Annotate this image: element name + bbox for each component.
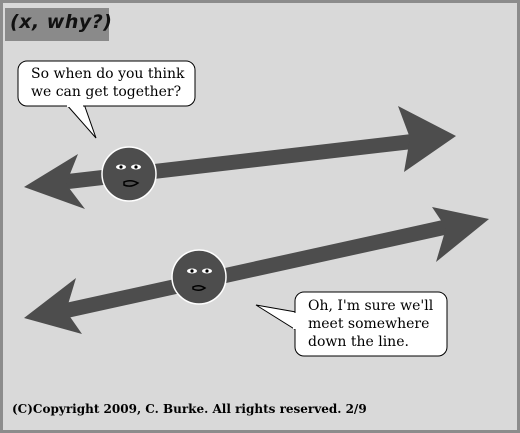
comic-title: (x, why?)	[10, 11, 113, 33]
bottom-bubble-text: Oh, I'm sure we'll meet somewhere down t…	[308, 298, 434, 350]
bottom-face	[171, 249, 227, 305]
bottom-line-right-arrowhead	[432, 207, 489, 262]
bottom-line	[24, 207, 489, 334]
top-line-right-arrowhead	[398, 106, 456, 172]
top-bubble-tail-join	[67, 103, 83, 107]
bottom-line-shaft	[53, 217, 457, 321]
bottom-face-left-pupil	[190, 269, 194, 273]
bottom-bubble-tail	[255, 304, 297, 331]
bottom-line-left-arrowhead	[24, 278, 82, 334]
top-face-right-pupil	[134, 165, 138, 169]
top-bubble-box	[17, 60, 196, 107]
bottom-face-head	[171, 249, 227, 305]
top-face-left-pupil	[119, 165, 123, 169]
top-bubble-tail	[64, 103, 97, 139]
top-face-mouth	[123, 179, 140, 187]
bottom-speech-bubble	[255, 291, 448, 357]
copyright-notice: (C)Copyright 2009, C. Burke. All rights …	[12, 402, 367, 416]
title-box	[5, 8, 109, 41]
top-line-left-arrowhead	[24, 154, 85, 209]
top-face	[101, 146, 157, 202]
top-face-head	[101, 146, 157, 202]
top-speech-bubble	[17, 60, 196, 139]
bottom-bubble-tail-join	[293, 313, 298, 329]
top-bubble-text: So when do you think we can get together…	[31, 66, 185, 100]
bottom-face-mouth	[192, 284, 207, 292]
bottom-face-right-pupil	[205, 269, 209, 273]
